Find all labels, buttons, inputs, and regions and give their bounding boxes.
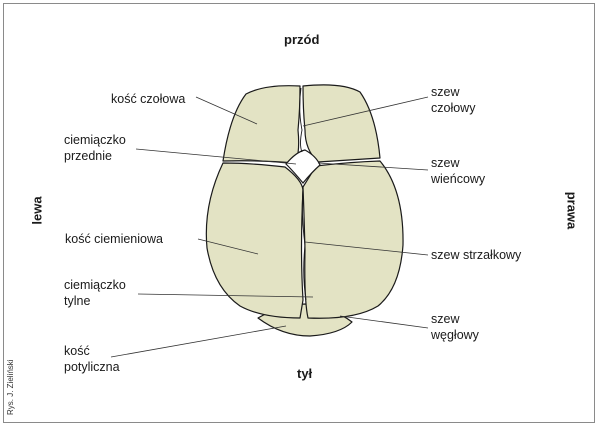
leader-sagittal-suture bbox=[304, 241, 429, 256]
label-coronal-suture-line2: wieńcowy bbox=[431, 172, 486, 186]
illustration-credit: Rys. J. Zieliński bbox=[6, 359, 15, 415]
label-frontal-suture-line2: czołowy bbox=[431, 101, 476, 115]
direction-left: lewa bbox=[29, 196, 45, 225]
label-frontal-suture-line1: szew bbox=[431, 85, 460, 99]
label-posterior-fontanelle-line1: ciemiączko bbox=[64, 278, 126, 292]
leader-frontal-suture bbox=[302, 96, 429, 127]
leader-lambdoid-suture bbox=[339, 315, 429, 329]
label-occipital-bone-line1: kość bbox=[64, 344, 90, 358]
label-coronal-suture-line1: szew bbox=[431, 156, 460, 170]
label-lambdoid-suture-line1: szew bbox=[431, 312, 460, 326]
leader-coronal-suture bbox=[317, 162, 429, 171]
label-occipital-bone-line2: potyliczna bbox=[64, 360, 120, 374]
direction-back: tył bbox=[297, 366, 313, 381]
label-lambdoid-suture-line2: węgłowy bbox=[431, 328, 479, 342]
anterior-fontanelle bbox=[285, 149, 321, 184]
leader-occipital-bone bbox=[110, 325, 287, 358]
figure-frame bbox=[3, 3, 595, 423]
left-parietal-bone bbox=[205, 162, 304, 319]
label-anterior-fontanelle-line1: ciemiączko bbox=[64, 133, 126, 147]
direction-front: przód bbox=[284, 32, 320, 47]
right-frontal-bone bbox=[302, 84, 381, 163]
leader-frontal-bone bbox=[195, 96, 258, 125]
left-frontal-bone bbox=[222, 85, 301, 164]
leader-parietal-bone bbox=[197, 238, 259, 255]
leader-anterior-fontanelle bbox=[135, 148, 297, 165]
label-anterior-fontanelle-line2: przednie bbox=[64, 149, 112, 163]
label-posterior-fontanelle-line2: tylne bbox=[64, 294, 91, 308]
label-frontal-bone: kość czołowa bbox=[111, 92, 186, 106]
direction-right: prawa bbox=[564, 191, 580, 230]
label-parietal-bone: kość ciemieniowa bbox=[65, 232, 163, 246]
label-sagittal-suture: szew strzałkowy bbox=[431, 248, 522, 262]
leader-posterior-fontanelle bbox=[137, 293, 314, 298]
right-parietal-bone bbox=[302, 160, 404, 319]
